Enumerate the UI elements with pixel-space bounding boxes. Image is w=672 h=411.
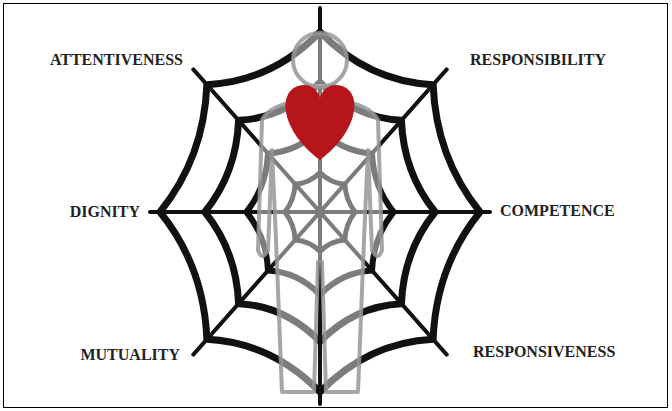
care-value-label: ATTENTIVENESS <box>50 50 183 69</box>
human-silhouette <box>258 33 382 392</box>
web-rings <box>160 32 480 392</box>
figure-frame <box>4 4 668 408</box>
care-value-label: DIGNITY <box>70 202 140 221</box>
care-value-label: RESPONSIVENESS <box>473 342 615 361</box>
care-value-label: MUTUALITY <box>80 345 180 364</box>
care-value-label: RESPONSIBILITY <box>470 50 606 69</box>
care-value-label: COMPETENCE <box>500 201 615 220</box>
heart-symbol <box>286 85 355 160</box>
web-spokes <box>150 8 490 404</box>
